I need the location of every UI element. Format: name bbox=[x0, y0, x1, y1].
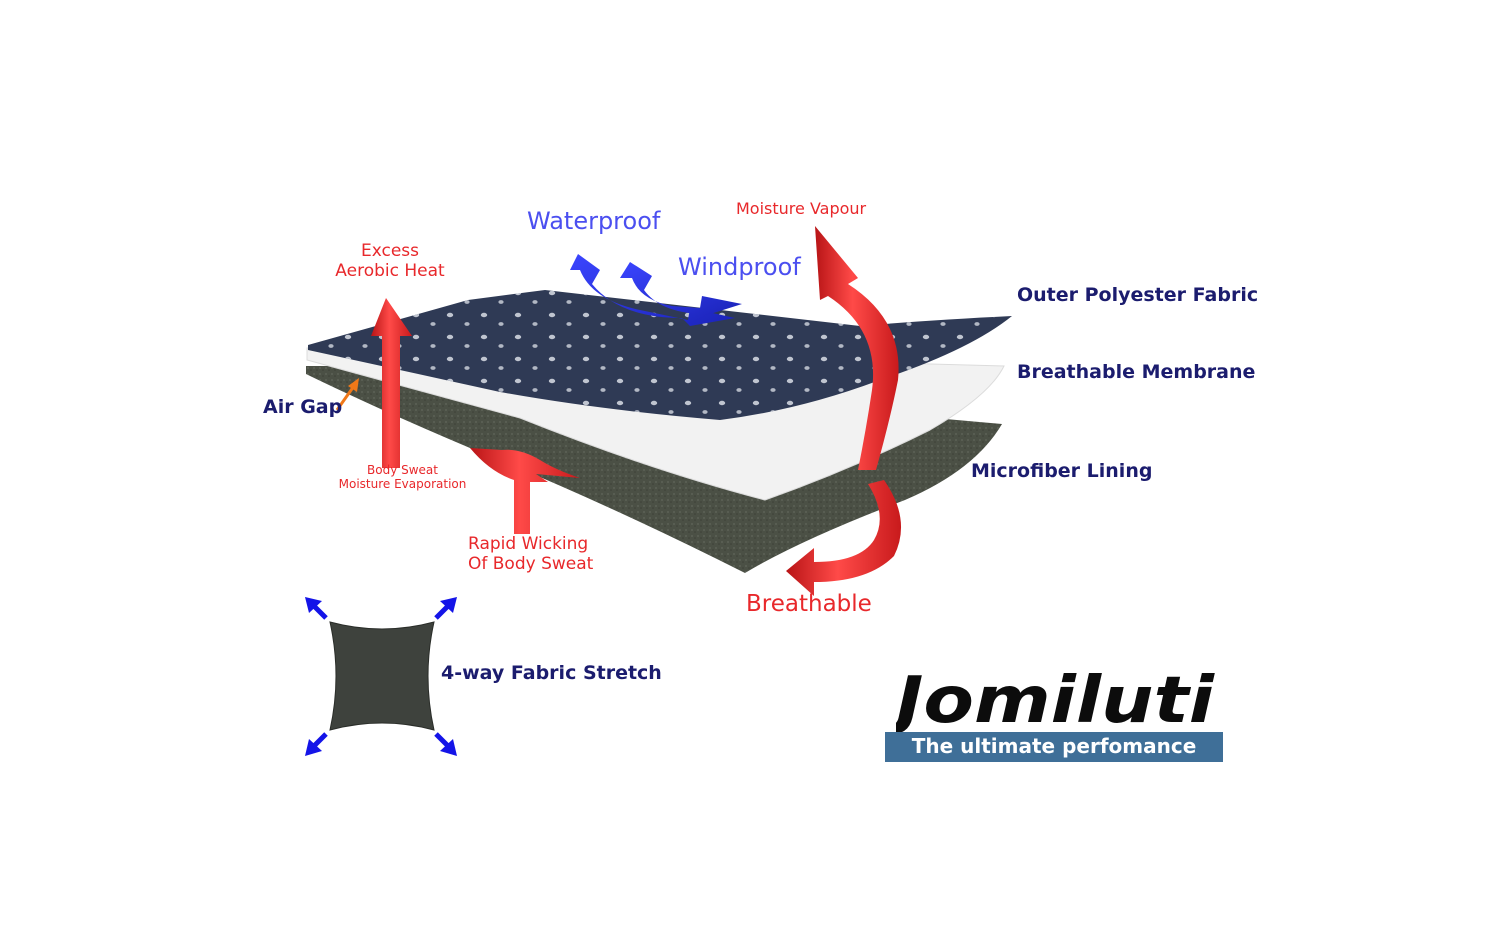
heat-up-arrow bbox=[371, 298, 412, 468]
tagline-banner: The ultimate perfomance wear bbox=[885, 732, 1223, 782]
wind-deflect-arrow bbox=[620, 262, 742, 316]
label-stretch: 4-way Fabric Stretch bbox=[441, 662, 662, 684]
label-moisture-vapour: Moisture Vapour bbox=[736, 199, 867, 218]
label-excess-heat-line2: Aerobic Heat bbox=[335, 260, 445, 281]
wicking-arrow bbox=[470, 448, 580, 534]
label-outer-polyester: Outer Polyester Fabric bbox=[1017, 284, 1259, 306]
stretch-arrow bbox=[305, 597, 457, 756]
stretch-fabric-swatch bbox=[329, 621, 435, 731]
label-microfiber-lining: Microfiber Lining bbox=[971, 460, 1153, 482]
label-air-gap: Air Gap bbox=[263, 396, 343, 418]
brand-name: Jomiluti bbox=[896, 664, 1215, 734]
label-waterproof: Waterproof bbox=[527, 207, 661, 235]
label-body-sweat: Body Sweat Moisture Evaporation bbox=[330, 463, 475, 492]
label-body-sweat-line2: Moisture Evaporation bbox=[338, 476, 467, 491]
label-rapid-wicking: Rapid Wicking Of Body Sweat bbox=[468, 534, 594, 574]
label-windproof: Windproof bbox=[678, 253, 801, 281]
label-excess-heat: Excess Aerobic Heat bbox=[330, 241, 450, 281]
tagline-text: The ultimate perfomance wear bbox=[911, 734, 1197, 782]
vapour-curved-arrow bbox=[815, 226, 899, 470]
label-rapid-wicking-line1: Rapid Wicking bbox=[468, 534, 589, 554]
label-breathable-membrane: Breathable Membrane bbox=[1017, 361, 1256, 383]
air-gap-pointer-arrow bbox=[335, 385, 356, 411]
label-body-sweat-line1: Body Sweat bbox=[367, 463, 438, 477]
water-deflect-arrow bbox=[570, 254, 735, 326]
label-rapid-wicking-line2: Of Body Sweat bbox=[468, 553, 594, 574]
label-breathable: Breathable bbox=[746, 591, 872, 617]
label-excess-heat-line1: Excess bbox=[360, 241, 420, 261]
water-droplets bbox=[308, 290, 1012, 420]
brand-logo: Jomiluti bbox=[896, 664, 1215, 734]
breathable-curved-arrow bbox=[786, 480, 902, 596]
